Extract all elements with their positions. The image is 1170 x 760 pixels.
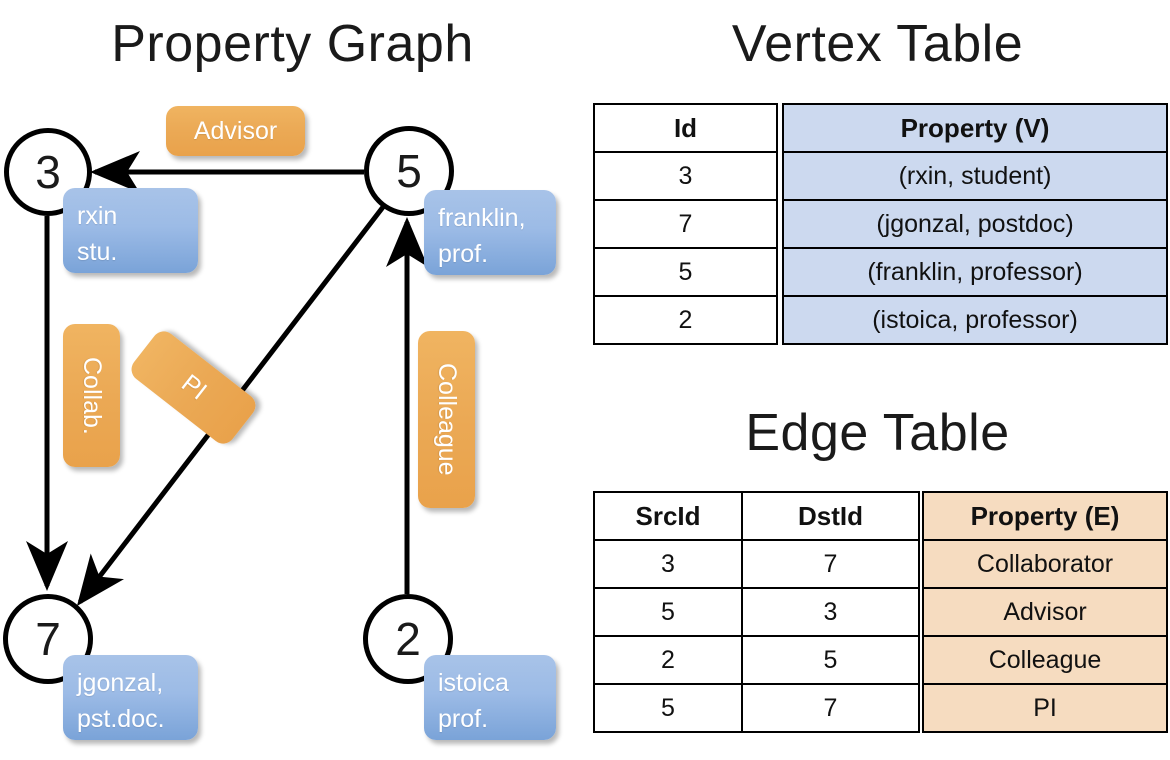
vertex-property-box-3-line2: stu. xyxy=(77,238,118,267)
edge-table-cell-dstid: 5 xyxy=(741,635,920,685)
vertex-property-box-2-line1: istoica xyxy=(438,669,509,697)
edge-table-header-dstid: DstId xyxy=(741,491,920,541)
edge-label-pi-text: PI xyxy=(175,368,212,406)
table-header-row: SrcId DstId xyxy=(593,491,920,541)
vertex-table-cell-property: (franklin, professor) xyxy=(782,247,1168,297)
page-title-edge-table: Edge Table xyxy=(745,404,1010,462)
edge-label-advisor[interactable]: Advisor xyxy=(166,106,305,156)
page-title-vertex-table: Vertex Table xyxy=(731,15,1024,73)
vertex-table-cell-id: 3 xyxy=(593,151,778,201)
graph-node-3-label: 3 xyxy=(35,146,61,198)
table-header-row: Property (V) xyxy=(782,103,1168,153)
vertex-property-box-2-line2: prof. xyxy=(438,705,489,734)
vertex-property-box-3-line1: rxin xyxy=(77,202,118,230)
page-title-property-graph: Property Graph xyxy=(111,15,474,73)
graph-node-5-label: 5 xyxy=(396,145,422,197)
vertex-table-cell-id: 5 xyxy=(593,247,778,297)
table-row[interactable]: 7 xyxy=(593,199,778,249)
edge-label-advisor-text: Advisor xyxy=(193,116,278,145)
table-row[interactable]: (franklin, professor) xyxy=(782,247,1168,297)
edge-table-cell-srcid: 5 xyxy=(593,683,743,733)
edge-table-src-dst-columns: SrcId DstId 3 7 5 3 2 5 5 7 xyxy=(593,491,920,733)
edge-label-colleague-text: Colleague xyxy=(433,363,461,476)
edge-table-cell-srcid: 2 xyxy=(593,635,743,685)
vertex-property-box-5[interactable]: franklin, prof. xyxy=(424,190,556,275)
vertex-table-cell-property: (istoica, professor) xyxy=(782,295,1168,345)
vertex-table-property-column: Property (V) (rxin, student) (jgonzal, p… xyxy=(782,103,1168,345)
vertex-property-box-7[interactable]: jgonzal, pst.doc. xyxy=(63,655,198,740)
edge-table-cell-dstid: 7 xyxy=(741,683,920,733)
table-header-row: Id xyxy=(593,103,778,153)
vertex-table-cell-id: 7 xyxy=(593,199,778,249)
edge-table-cell-property: Collaborator xyxy=(922,539,1168,589)
table-row[interactable]: 5 xyxy=(593,247,778,297)
vertex-property-box-5-line1: franklin, xyxy=(438,204,526,232)
vertex-property-box-7-line1: jgonzal, xyxy=(77,669,164,697)
edge-label-collab-text: Collab. xyxy=(78,356,106,435)
vertex-property-box-5-line2: prof. xyxy=(438,240,489,269)
edge-table-cell-srcid: 5 xyxy=(593,587,743,637)
graph-node-5[interactable]: 5 xyxy=(364,126,454,216)
table-row[interactable]: Advisor xyxy=(922,587,1168,637)
table-row[interactable]: 2 5 xyxy=(593,635,920,685)
edge-table-cell-dstid: 7 xyxy=(741,539,920,589)
edge-label-colleague[interactable]: Colleague xyxy=(418,331,475,508)
edge-table-header-srcid: SrcId xyxy=(593,491,743,541)
vertex-table-cell-property: (rxin, student) xyxy=(782,151,1168,201)
table-row[interactable]: (istoica, professor) xyxy=(782,295,1168,345)
table-row[interactable]: PI xyxy=(922,683,1168,733)
table-row[interactable]: 3 xyxy=(593,151,778,201)
graph-node-2-label: 2 xyxy=(395,613,421,665)
graph-node-2[interactable]: 2 xyxy=(363,594,453,684)
table-row[interactable]: (jgonzal, postdoc) xyxy=(782,199,1168,249)
table-row[interactable]: 2 xyxy=(593,295,778,345)
table-row[interactable]: 5 7 xyxy=(593,683,920,733)
vertex-property-box-7-line2: pst.doc. xyxy=(77,705,165,734)
table-row[interactable]: 3 7 xyxy=(593,539,920,589)
edge-table-cell-property: PI xyxy=(922,683,1168,733)
edge-table-property-column: Property (E) Collaborator Advisor Collea… xyxy=(922,491,1168,733)
vertex-property-box-2[interactable]: istoica prof. xyxy=(424,655,556,740)
table-header-row: Property (E) xyxy=(922,491,1168,541)
graph-node-7-label: 7 xyxy=(35,613,61,665)
vertex-table-cell-property: (jgonzal, postdoc) xyxy=(782,199,1168,249)
property-graph-diagram: 3 5 7 2 rxin stu. franklin, prof. jgonza… xyxy=(3,106,556,740)
vertex-table-id-column: Id 3 7 5 2 xyxy=(593,103,778,345)
edge-label-collab[interactable]: Collab. xyxy=(63,324,120,467)
vertex-table-header-id: Id xyxy=(593,103,778,153)
vertex-table-cell-id: 2 xyxy=(593,295,778,345)
edge-table-cell-srcid: 3 xyxy=(593,539,743,589)
table-row[interactable]: Collaborator xyxy=(922,539,1168,589)
table-row[interactable]: 5 3 xyxy=(593,587,920,637)
table-row[interactable]: Colleague xyxy=(922,635,1168,685)
table-row[interactable]: (rxin, student) xyxy=(782,151,1168,201)
edge-table-header-property: Property (E) xyxy=(922,491,1168,541)
edge-table-cell-dstid: 3 xyxy=(741,587,920,637)
vertex-table-header-property: Property (V) xyxy=(782,103,1168,153)
vertex-property-box-3[interactable]: rxin stu. xyxy=(63,188,198,273)
edge-table-cell-property: Colleague xyxy=(922,635,1168,685)
edge-table-cell-property: Advisor xyxy=(922,587,1168,637)
